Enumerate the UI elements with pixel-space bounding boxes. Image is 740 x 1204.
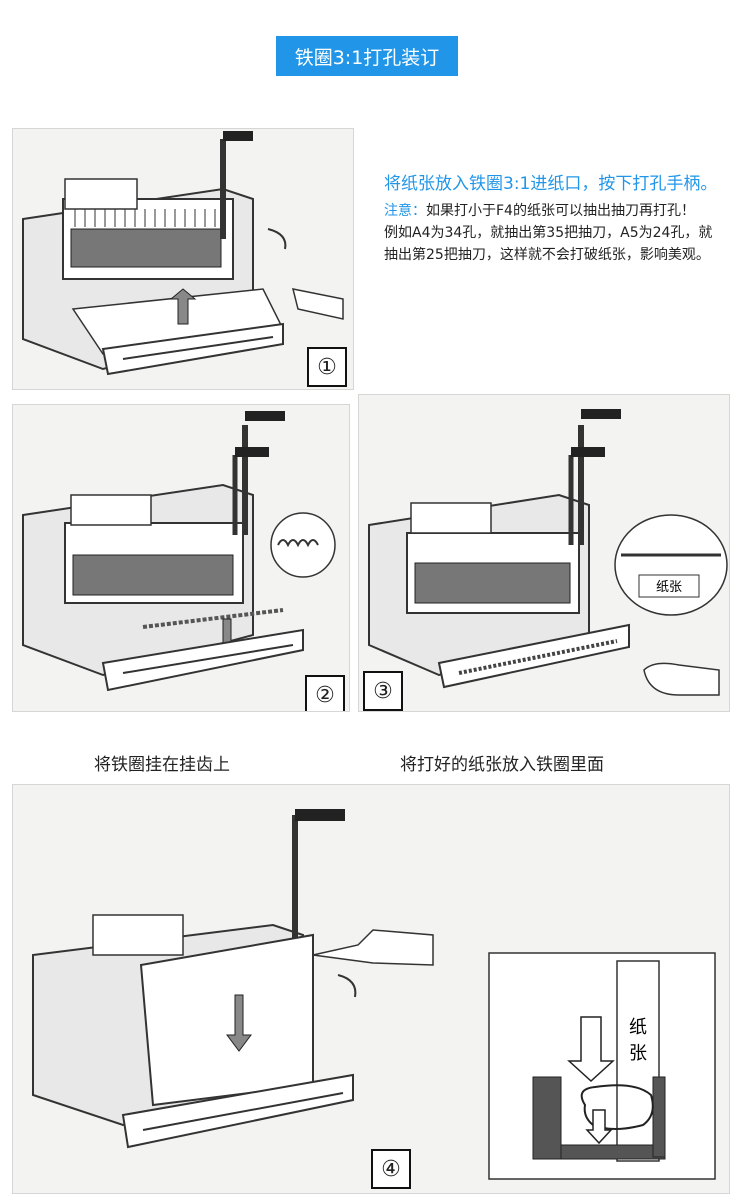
note-text: 如果打小于F4的纸张可以抽出抽刀再打孔！ bbox=[426, 203, 695, 219]
step1-instructions: 将纸张放入铁圈3:1进纸口，按下打孔手柄。 注意：如果打小于F4的纸张可以抽出抽… bbox=[384, 172, 719, 266]
note-label: 注意： bbox=[384, 203, 426, 219]
step1-body: 注意：如果打小于F4的纸张可以抽出抽刀再打孔！ 例如A4为34孔，就抽出第35把… bbox=[384, 200, 719, 266]
step3-caption: 将打好的纸张放入铁圈里面 bbox=[400, 755, 604, 775]
paper-inset-label-2: 张 bbox=[629, 1043, 647, 1064]
step1-illustration: ① bbox=[12, 128, 354, 390]
example-text: 例如A4为34孔，就抽出第35把抽刀，A5为24孔，就抽出第25把抽刀，这样就不… bbox=[384, 225, 713, 263]
step2-caption: 将铁圈挂在挂齿上 bbox=[94, 755, 230, 775]
step3-illustration: 纸张 ③ bbox=[358, 394, 730, 712]
binding-machine-drawing bbox=[22, 131, 344, 376]
step-number-badge: ③ bbox=[363, 671, 403, 711]
step-number-badge: ① bbox=[307, 347, 347, 387]
step4-illustration: 纸 张 ④ bbox=[12, 784, 730, 1194]
binding-machine-drawing: 纸张 bbox=[368, 409, 728, 696]
step1-heading: 将纸张放入铁圈3:1进纸口，按下打孔手柄。 bbox=[384, 174, 718, 194]
page-title: 铁圈3:1打孔装订 bbox=[276, 36, 458, 76]
binding-machine-drawing: 纸 张 bbox=[32, 809, 716, 1180]
paper-inset-label: 纸张 bbox=[656, 580, 682, 595]
paper-inset-label-1: 纸 bbox=[629, 1017, 647, 1038]
step-number-badge: ② bbox=[305, 675, 345, 711]
binding-machine-drawing bbox=[22, 411, 336, 692]
step-number-badge: ④ bbox=[371, 1149, 411, 1189]
step2-illustration: ② bbox=[12, 404, 350, 712]
